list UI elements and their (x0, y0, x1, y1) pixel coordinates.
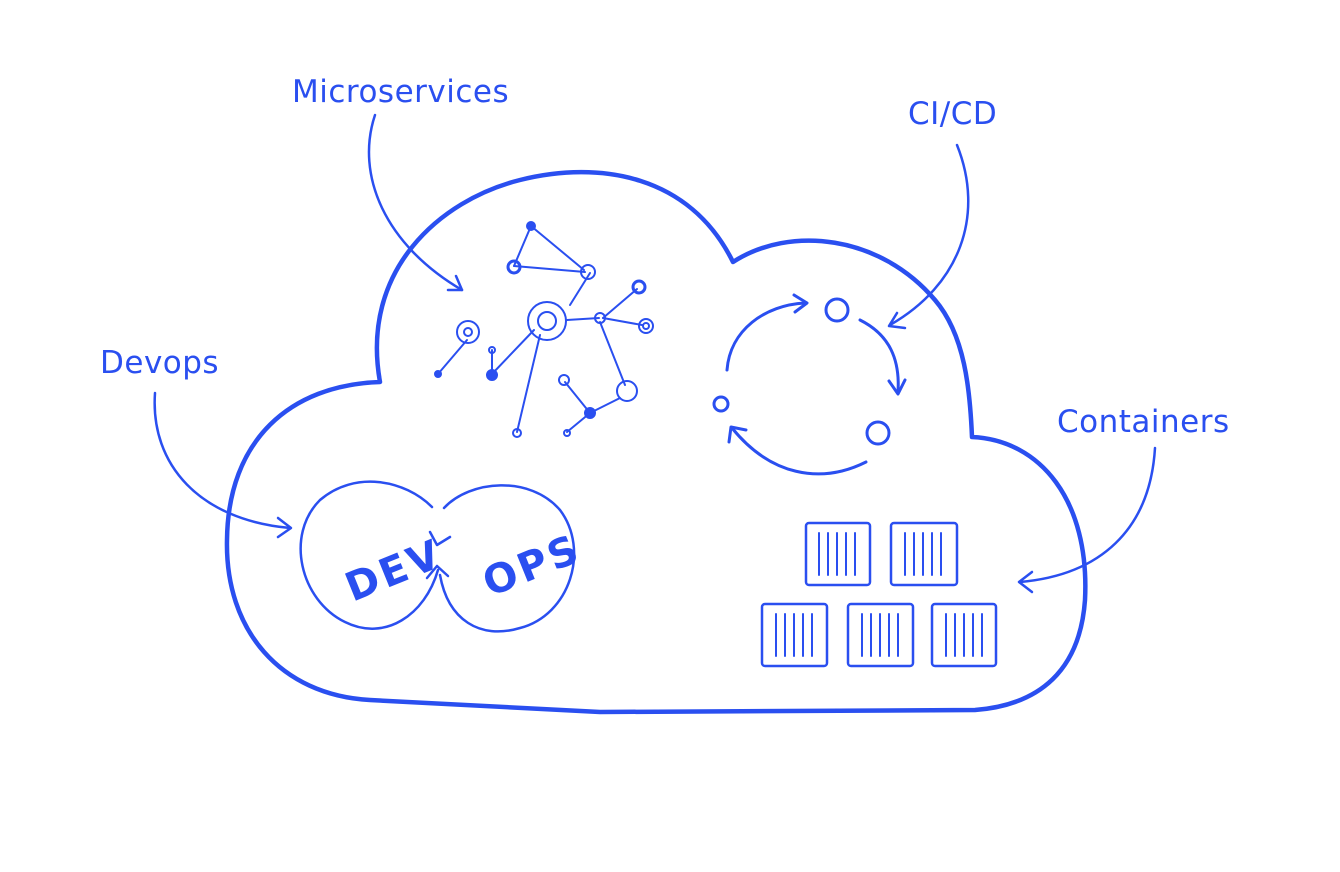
cloud-outline (224, 169, 1088, 715)
containers-label: Containers (1057, 404, 1230, 440)
cicd-cycle-icon (712, 293, 907, 476)
microservices-arrow (367, 113, 464, 292)
dev-label: DEV (339, 531, 449, 611)
containers-arrow (1017, 446, 1157, 594)
devops-label: Devops (100, 345, 219, 381)
ops-label: OPS (477, 526, 588, 607)
devops-arrow (153, 391, 293, 539)
devops-loop-icon (299, 480, 576, 633)
container-stack-icon (760, 521, 998, 668)
microservices-label: Microservices (292, 74, 509, 110)
microservices-network-icon (434, 221, 654, 438)
cicd-arrow (887, 143, 970, 330)
cicd-label: CI/CD (908, 96, 997, 132)
